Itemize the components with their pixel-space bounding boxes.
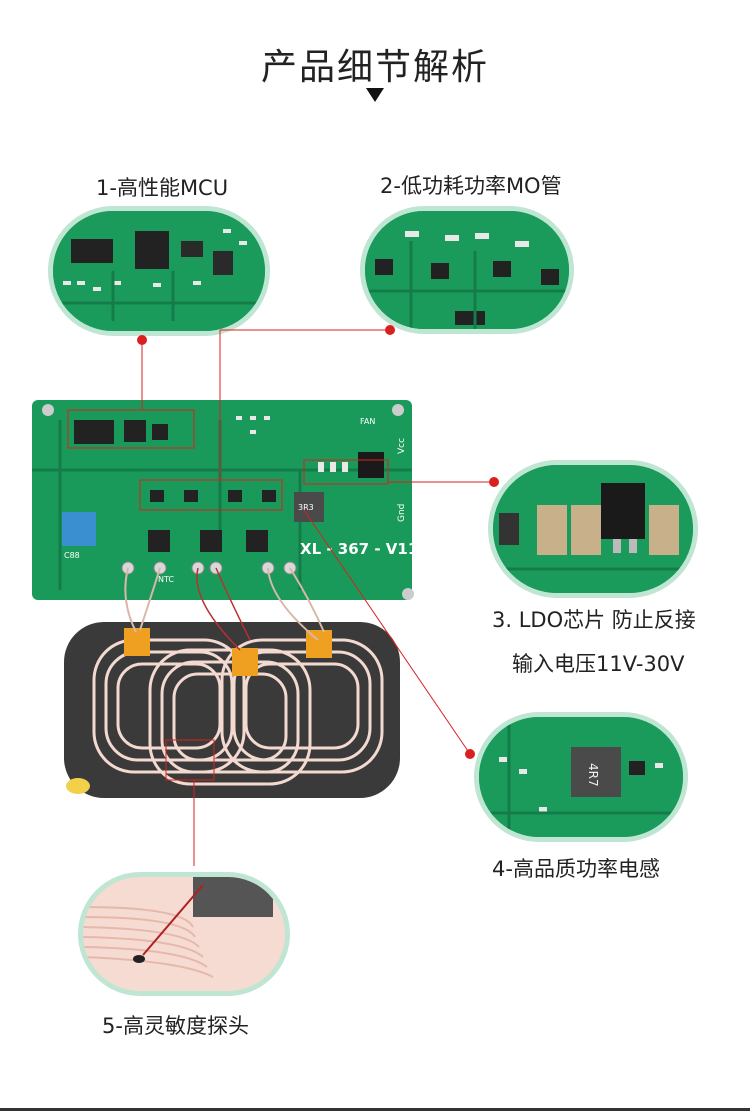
callout-lines [67,329,494,866]
callout-label-ldo: 3. LDO芯片 防止反接 [492,608,696,632]
silk-3r3: 3R3 [298,503,314,512]
callout-label-inductor: 4-高品质功率电感 [492,857,660,881]
silk-gnd: Gnd [397,504,407,522]
callout-label-mos: 2-低功耗功率MO管 [380,174,562,198]
silk-c88: C88 [64,551,80,560]
zoom-bubble-inductor: 4R7 [474,712,688,842]
inductor-marking: 4R7 [586,763,600,787]
pcb-board [32,400,412,600]
callout-label-probe: 5-高灵敏度探头 [102,1014,249,1038]
board-model-text: XL - 367 - V11 [300,540,418,558]
bottom-divider [0,1108,750,1111]
blue-capacitor [62,512,96,546]
zoom-bubble-mos [360,206,574,334]
callout-label-mcu: 1-高性能MCU [96,176,229,200]
down-arrow-icon [366,88,384,102]
zoom-bubble-probe [78,872,290,996]
zoom-bubble-ldo [488,460,698,598]
page-title: 产品细节解析 [260,47,489,88]
callout-label-ldo-sub: 输入电压11V-30V [512,652,685,676]
callout-dots [137,325,499,759]
silk-ntc: NTC [158,575,174,584]
silk-fan: FAN [360,417,375,426]
silk-vcc: Vcc [397,438,407,454]
zoom-bubble-mcu [48,206,270,336]
